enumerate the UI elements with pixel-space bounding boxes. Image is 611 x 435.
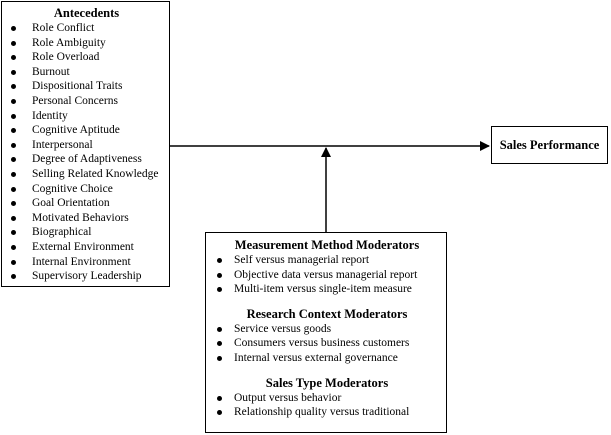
list-item: Self versus managerial report xyxy=(214,253,440,268)
measurement-moderators-title: Measurement Method Moderators xyxy=(234,238,420,252)
list-item: Internal Environment xyxy=(8,255,165,270)
antecedent-label: Cognitive Choice xyxy=(32,182,113,195)
list-item: Output versus behavior xyxy=(214,391,440,406)
bullet-icon xyxy=(217,287,222,293)
antecedent-label: Role Conflict xyxy=(32,22,95,34)
list-item: Cognitive Aptitude xyxy=(8,123,165,138)
bullet-icon xyxy=(11,157,16,163)
list-item: Internal versus external governance xyxy=(214,351,440,366)
bullet-icon xyxy=(11,69,16,75)
sales-performance-box: Sales Performance xyxy=(491,126,608,164)
bullet-icon xyxy=(217,258,222,263)
antecedent-label: Motivated Behaviors xyxy=(32,211,129,224)
list-item: External Environment xyxy=(8,240,165,255)
list-item: Role Overload xyxy=(8,50,165,65)
antecedents-list: Role Conflict Role Ambiguity Role Overlo… xyxy=(8,21,165,284)
list-item: Supervisory Leadership xyxy=(8,269,165,284)
antecedent-label: Burnout xyxy=(32,65,70,78)
antecedent-label: Biographical xyxy=(32,226,92,239)
antecedent-label: Goal Orientation xyxy=(32,197,110,210)
list-item: Interpersonal xyxy=(8,138,165,153)
moderator-label: Internal versus external governance xyxy=(234,351,398,364)
bullet-icon xyxy=(11,55,16,61)
research-context-moderators-title: Research Context Moderators xyxy=(246,306,408,321)
list-item: Biographical xyxy=(8,225,165,240)
bullet-icon xyxy=(11,186,16,192)
antecedent-label: External Environment xyxy=(32,240,134,253)
moderator-label: Self versus managerial report xyxy=(234,254,370,266)
moderators-box: Measurement Method Moderators Self versu… xyxy=(205,232,447,433)
moderator-label: Output versus behavior xyxy=(234,391,342,404)
bullet-icon xyxy=(11,274,16,280)
antecedents-title: Antecedents xyxy=(53,6,120,20)
list-item: Consumers versus business customers xyxy=(214,336,440,351)
bullet-icon xyxy=(11,259,16,265)
bullet-icon xyxy=(11,142,16,148)
moderator-label: Objective data versus managerial report xyxy=(234,268,418,281)
bullet-icon xyxy=(11,244,16,250)
list-item: Selling Related Knowledge xyxy=(8,167,165,182)
moderator-label: Consumers versus business customers xyxy=(234,337,410,350)
list-item: Objective data versus managerial report xyxy=(214,268,440,283)
bullet-icon xyxy=(217,341,222,347)
sales-performance-title: Sales Performance xyxy=(499,137,600,152)
bullet-icon xyxy=(11,113,16,119)
bullet-icon xyxy=(11,171,16,177)
bullet-icon xyxy=(11,230,16,236)
bullet-icon xyxy=(11,128,16,134)
list-item: Dispositional Traits xyxy=(8,79,165,94)
list-item: Relationship quality versus traditional xyxy=(214,405,440,420)
list-item: Service versus goods xyxy=(214,322,440,337)
measurement-moderators-list: Self versus managerial report Objective … xyxy=(214,253,440,297)
bullet-icon xyxy=(217,326,222,332)
bullet-icon xyxy=(217,272,222,278)
list-item: Goal Orientation xyxy=(8,196,165,211)
sales-type-moderators-title: Sales Type Moderators xyxy=(265,375,389,390)
antecedent-label: Selling Related Knowledge xyxy=(32,167,159,180)
bullet-icon xyxy=(11,26,16,31)
bullet-icon xyxy=(11,201,16,207)
moderator-label: Multi-item versus single-item measure xyxy=(234,283,412,296)
list-item: Personal Concerns xyxy=(8,94,165,109)
list-item: Cognitive Choice xyxy=(8,182,165,197)
list-item: Role Conflict xyxy=(8,21,165,36)
bullet-icon xyxy=(11,84,16,90)
antecedent-label: Internal Environment xyxy=(32,255,131,268)
bullet-icon xyxy=(11,40,16,46)
bullet-icon xyxy=(11,98,16,104)
list-item: Multi-item versus single-item measure xyxy=(214,282,440,297)
antecedents-box: Antecedents Role Conflict Role Ambiguity… xyxy=(1,1,170,287)
bullet-icon xyxy=(217,395,222,401)
antecedent-label: Role Overload xyxy=(32,51,100,64)
list-item: Role Ambiguity xyxy=(8,36,165,51)
bullet-icon xyxy=(217,410,222,416)
moderator-label: Relationship quality versus traditional xyxy=(234,406,410,419)
list-item: Burnout xyxy=(8,65,165,80)
bullet-icon xyxy=(217,355,222,361)
sales-type-moderators-list: Output versus behavior Relationship qual… xyxy=(214,391,440,420)
antecedent-label: Identity xyxy=(32,109,68,122)
antecedent-label: Cognitive Aptitude xyxy=(32,124,120,137)
antecedent-label: Interpersonal xyxy=(32,138,93,151)
antecedent-label: Personal Concerns xyxy=(32,94,118,107)
antecedent-label: Dispositional Traits xyxy=(32,80,123,93)
list-item: Motivated Behaviors xyxy=(8,211,165,226)
moderator-label: Service versus goods xyxy=(234,322,332,335)
list-item: Identity xyxy=(8,109,165,124)
antecedent-label: Role Ambiguity xyxy=(32,36,106,49)
bullet-icon xyxy=(11,215,16,221)
research-context-moderators-list: Service versus goods Consumers versus bu… xyxy=(214,322,440,366)
antecedent-label: Supervisory Leadership xyxy=(32,270,142,283)
list-item: Degree of Adaptiveness xyxy=(8,152,165,167)
antecedent-label: Degree of Adaptiveness xyxy=(32,153,142,166)
